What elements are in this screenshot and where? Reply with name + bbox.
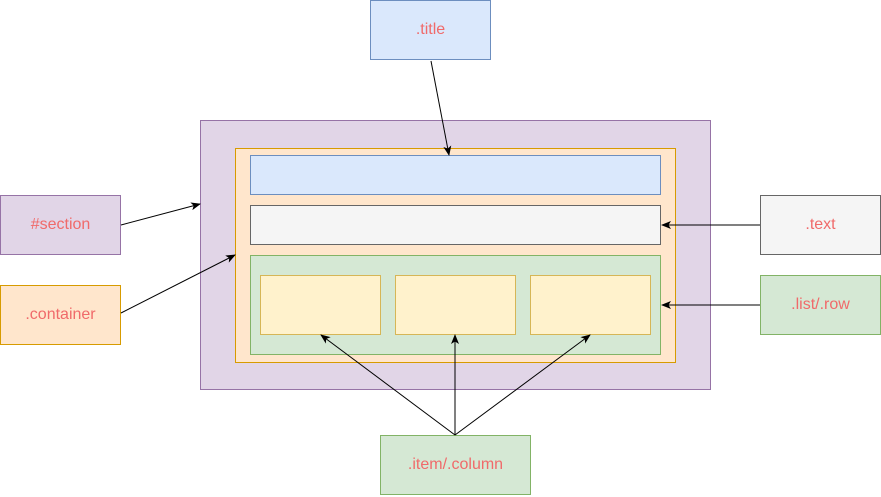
section-label: #section <box>0 195 121 255</box>
item-column-region <box>530 275 651 335</box>
list-row-label: .list/.row <box>760 275 881 335</box>
title-region <box>250 155 661 195</box>
container-label: .container <box>0 285 121 345</box>
item-column-label: .item/.column <box>380 435 531 495</box>
text-label: .text <box>760 195 881 255</box>
section-arrow <box>120 202 201 226</box>
title-label: .title <box>370 0 491 60</box>
item-column-region <box>260 275 381 335</box>
item-column-region <box>395 275 516 335</box>
text-region <box>250 205 661 245</box>
